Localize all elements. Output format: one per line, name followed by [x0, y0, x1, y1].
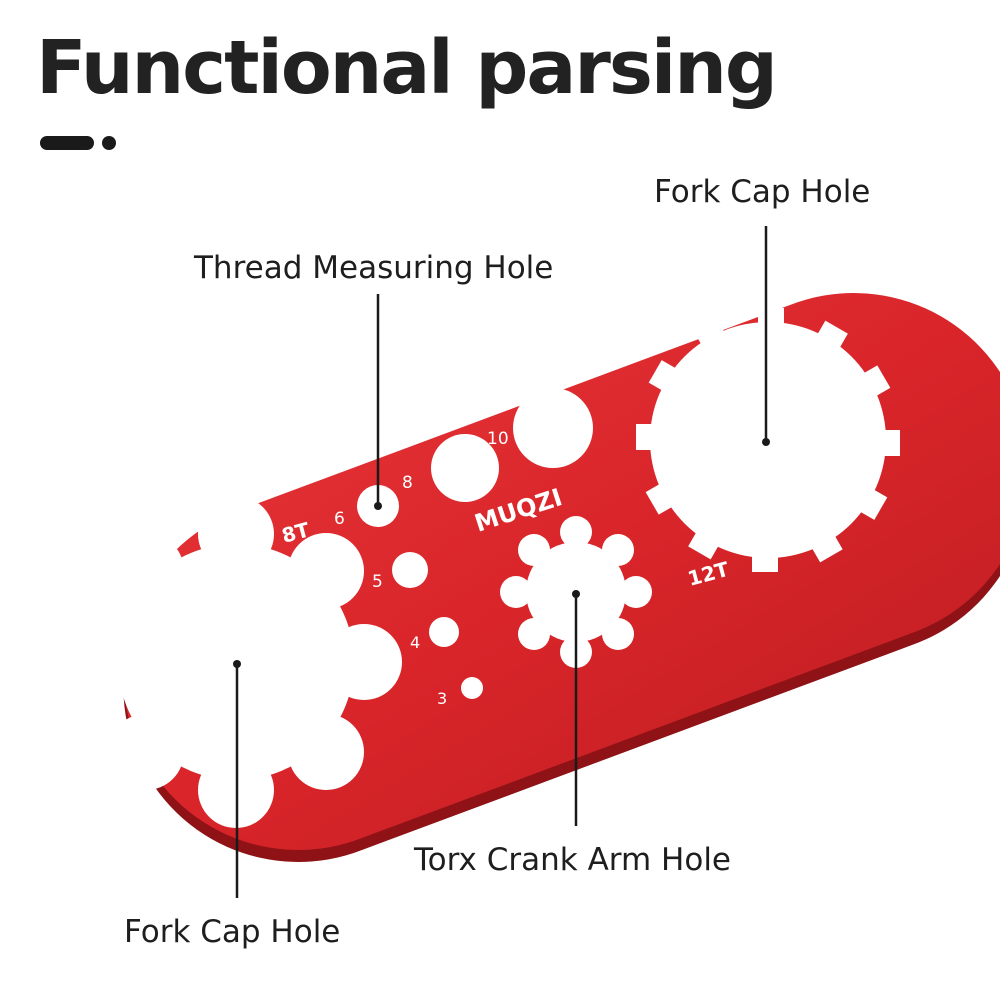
thread-hole-5 [392, 552, 428, 588]
callout-fork-cap-bottom: Fork Cap Hole [124, 914, 341, 950]
hole-size-label-3: 3 [437, 689, 447, 708]
thread-hole-4 [429, 617, 459, 647]
callout-thread-measuring: Thread Measuring Hole [194, 250, 554, 286]
underline-dot [102, 136, 116, 150]
leader-dot-fork-cap-top [762, 438, 770, 446]
page-headline: Functional parsing [36, 25, 778, 111]
leader-dot-fork-cap-bottom [233, 660, 241, 668]
leader-dot-thread [374, 502, 382, 510]
underline-bar [40, 136, 94, 150]
hole-size-label-4: 4 [410, 633, 420, 652]
hole-size-label-5: 5 [372, 572, 383, 592]
hole-size-label-10: 10 [487, 429, 509, 449]
hole-size-label-8: 8 [402, 473, 413, 493]
thread-hole-3 [461, 677, 483, 699]
headline-underline-decoration [40, 136, 120, 150]
leader-dot-torx [572, 590, 580, 598]
thread-hole-10 [513, 388, 593, 468]
callout-torx-crank: Torx Crank Arm Hole [414, 842, 732, 878]
hole-size-label-6: 6 [334, 509, 345, 529]
callout-fork-cap-top: Fork Cap Hole [654, 174, 871, 210]
thread-hole-8 [431, 434, 499, 502]
